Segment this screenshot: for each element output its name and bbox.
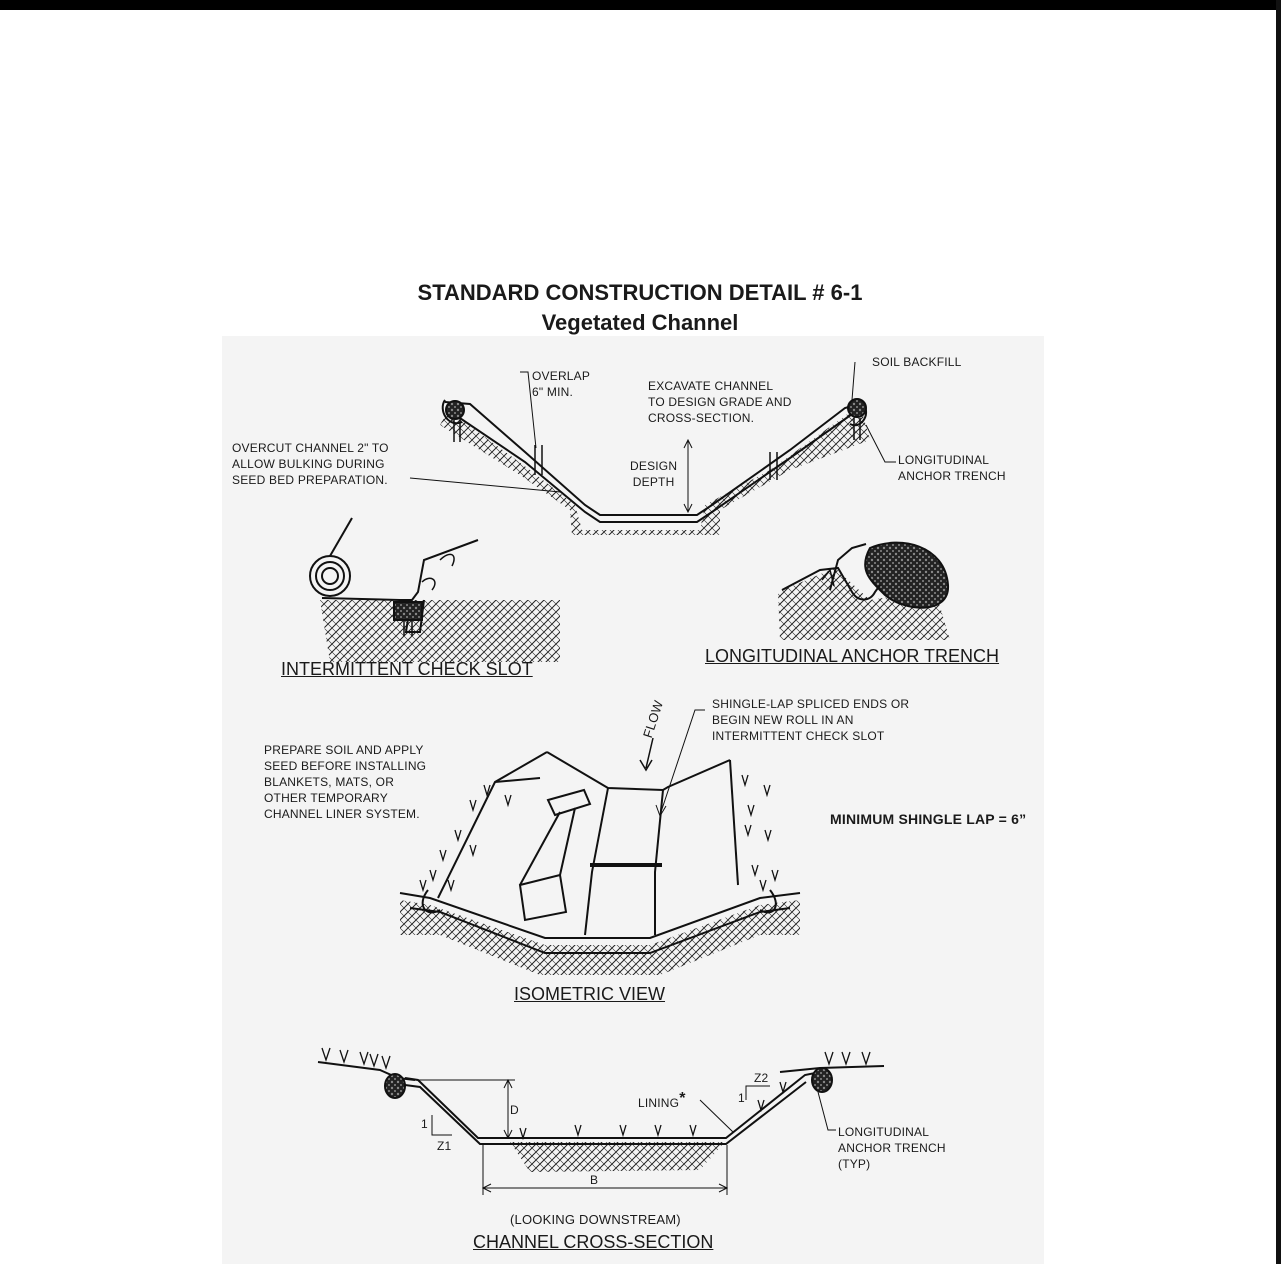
cross-section-caption: CHANNEL CROSS-SECTION	[473, 1232, 714, 1252]
isometric-caption: ISOMETRIC VIEW	[514, 984, 666, 1004]
drawing-background	[222, 336, 1044, 1264]
right-border	[1276, 0, 1281, 1264]
staple-left	[453, 420, 461, 442]
page-subtitle: Vegetated Channel	[541, 310, 739, 335]
excavate-label: EXCAVATE CHANNEL TO DESIGN GRADE AND CRO…	[648, 379, 792, 425]
blanket-liner	[444, 401, 863, 516]
overlap-label: OVERLAP 6" MIN.	[532, 369, 591, 399]
ground-right	[779, 1065, 885, 1073]
flow-arrow	[639, 737, 654, 772]
overlap-staple-right	[769, 452, 778, 480]
longitudinal-anchor-label: LONGITUDINAL ANCHOR TRENCH	[898, 453, 1006, 483]
lining-asterisk: *	[679, 1090, 686, 1107]
z2-label: Z2	[754, 1071, 769, 1085]
looking-downstream-label: (LOOKING DOWNSTREAM)	[510, 1212, 681, 1227]
one-right-label: 1	[738, 1091, 745, 1105]
soil-backfill-label: SOIL BACKFILL	[872, 355, 962, 369]
width-b-label: B	[590, 1173, 599, 1187]
lining-text: LINING	[638, 1096, 680, 1110]
isometric-drawing	[399, 709, 801, 975]
cross-section-drawing	[317, 1061, 885, 1195]
roll-bottom	[518, 873, 568, 922]
design-depth-label: DESIGN DEPTH	[630, 459, 678, 489]
top-border	[0, 0, 1281, 10]
anchor-trench-drawing	[778, 541, 950, 640]
one-left-label: 1	[421, 1117, 428, 1131]
roll-top	[546, 788, 592, 817]
depth-d-label: D	[510, 1103, 519, 1117]
channel-profile	[409, 361, 896, 535]
anchor-trench-left	[441, 399, 463, 425]
check-slot-drawing	[309, 517, 560, 662]
grass-marks	[419, 774, 779, 893]
anchor-trench-caption: LONGITUDINAL ANCHOR TRENCH	[705, 646, 1000, 666]
check-slot-caption: INTERMITTENT CHECK SLOT	[281, 659, 533, 679]
shingle-note: SHINGLE-LAP SPLICED ENDS OR BEGIN NEW RO…	[712, 697, 910, 743]
lining-label: LINING*	[638, 1091, 686, 1111]
min-lap-label: MINIMUM SHINGLE LAP = 6”	[830, 811, 1027, 827]
overcut-label: OVERCUT CHANNEL 2" TO ALLOW BULKING DURI…	[232, 441, 389, 487]
channel-lining	[404, 1071, 821, 1139]
cross-anchor-label: LONGITUDINAL ANCHOR TRENCH (TYP)	[838, 1125, 946, 1171]
cross-section-grass	[321, 1047, 871, 1141]
page-title: STANDARD CONSTRUCTION DETAIL # 6-1	[417, 280, 863, 305]
overlap-staple	[534, 445, 543, 475]
blanket-edge-left	[437, 751, 548, 899]
z1-label: Z1	[437, 1139, 452, 1153]
staple-right	[853, 418, 861, 440]
prepare-note: PREPARE SOIL AND APPLY SEED BEFORE INSTA…	[264, 743, 427, 821]
soil-hatch-left	[440, 405, 870, 535]
